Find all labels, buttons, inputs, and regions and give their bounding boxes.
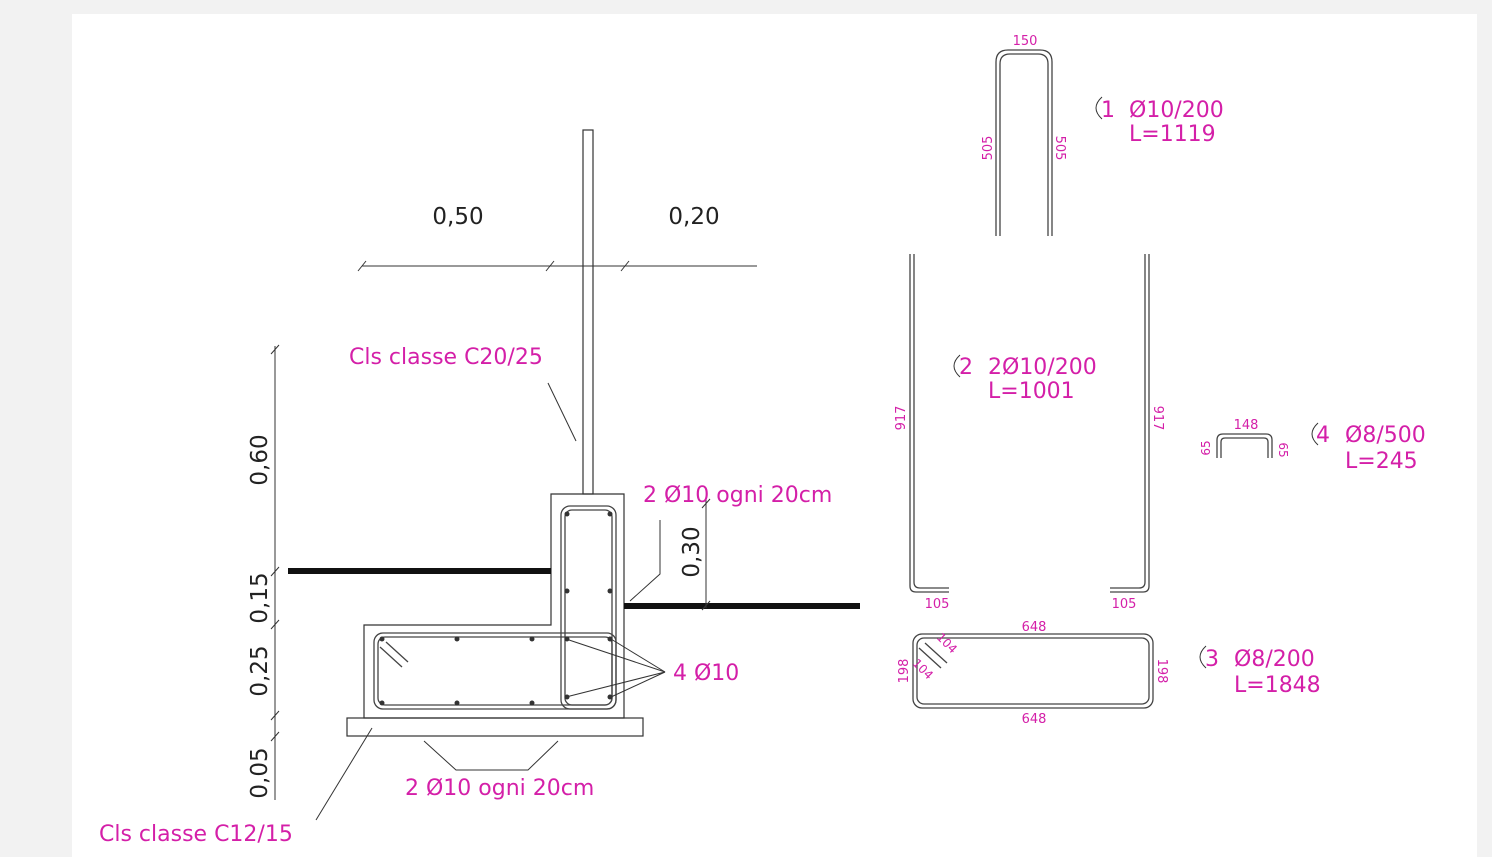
bar3-mark: 3 [1205,647,1219,672]
bar1-length: L=1119 [1129,122,1216,147]
bar1-dim-left: 505 [981,136,996,161]
rebar-dot [454,636,460,642]
leader-cls-c20 [547,382,577,442]
bar2-length: L=1001 [988,379,1075,404]
bar4-mark: 4 [1316,423,1330,448]
bar1-spec: Ø10/200 [1129,98,1224,123]
bar4-spec: Ø8/500 [1345,423,1426,448]
bar3-dim-right: 198 [1154,659,1169,684]
dim-label-015: 0,15 [247,572,273,623]
bar3-dim-top: 648 [1022,620,1047,635]
rebar-dot [564,588,570,594]
label-4o10: 4 Ø10 [673,661,739,686]
rebar-dot [529,700,535,706]
bar4-dim-top: 148 [1234,418,1259,433]
bar4-mark-bracket [1311,422,1319,446]
bar3-dim-left: 198 [897,659,912,684]
dimension-vertical [270,344,280,800]
rebar-dot [607,694,613,700]
bar2-shape-left [909,254,949,593]
bar3-shape [912,633,1154,709]
dim-label-020: 0,20 [668,204,719,230]
bar4-dim-left: 65 [1199,440,1213,455]
bar2-dim-hook-right: 105 [1112,597,1137,612]
dimension-horizontal [357,260,757,272]
bar4-shape [1216,433,1273,458]
label-rebar-top: 2 Ø10 ogni 20cm [643,483,832,508]
rebar-longitudinal-dots [379,511,613,706]
bar2-mark-bracket [953,354,961,378]
bar2-spec: 2Ø10/200 [988,355,1097,380]
bar1-shape [995,49,1053,236]
wall-section [288,129,860,737]
bar3-mark-bracket [1199,645,1207,669]
dim-label-060: 0,60 [247,434,273,485]
bar4-length: L=245 [1345,449,1418,474]
rebar-stirrup-wall [560,505,617,710]
drawing-sheet: 0,50 0,20 0,60 0,15 0,25 0,05 0,30 Cls c… [72,14,1477,857]
wall-outline [363,493,625,719]
bar2-dim-right: 917 [1150,406,1165,431]
rebar-dot [564,511,570,517]
dimension-wall [701,498,711,611]
dim-label-050: 0,50 [432,204,483,230]
bar3-spec: Ø8/200 [1234,647,1315,672]
rebar-dot [607,636,613,642]
leader-rebar-bottom [423,740,559,771]
dim-label-025: 0,25 [247,645,273,696]
bar1-dim-top: 150 [1013,34,1038,49]
bar4-dim-right: 65 [1276,442,1290,457]
label-rebar-bottom: 2 Ø10 ogni 20cm [405,776,594,801]
rebar-dot [454,700,460,706]
leader-4o10 [565,638,666,698]
rebar-dot [607,511,613,517]
label-cls-c12: Cls classe C12/15 [99,822,293,847]
bar3-dim-bottom: 648 [1022,712,1047,727]
rebar-dot [607,588,613,594]
bar1-dim-right: 505 [1052,136,1067,161]
label-cls-c20: Cls classe C20/25 [349,345,543,370]
leader-cls-c12 [315,727,373,821]
bar2-dim-left: 917 [894,406,909,431]
bar2-shape-right [1110,254,1150,593]
dim-label-005: 0,05 [247,747,273,798]
leader-rebar-top [629,520,661,602]
reinforcement-drawing: 0,50 0,20 0,60 0,15 0,25 0,05 0,30 Cls c… [99,34,1426,847]
lean-concrete [346,717,644,737]
bar2-dim-hook-left: 105 [925,597,950,612]
bar1-mark: 1 [1101,98,1115,123]
rebar-dot [379,700,385,706]
bar1-mark-bracket [1095,96,1103,120]
bar3-length: L=1848 [1234,673,1321,698]
rebar-dot [379,636,385,642]
dim-label-030: 0,30 [679,526,705,577]
fence-post [582,129,594,495]
rebar-dot [529,636,535,642]
bar2-mark: 2 [959,355,973,380]
rebar-stirrup-footing [373,632,617,710]
